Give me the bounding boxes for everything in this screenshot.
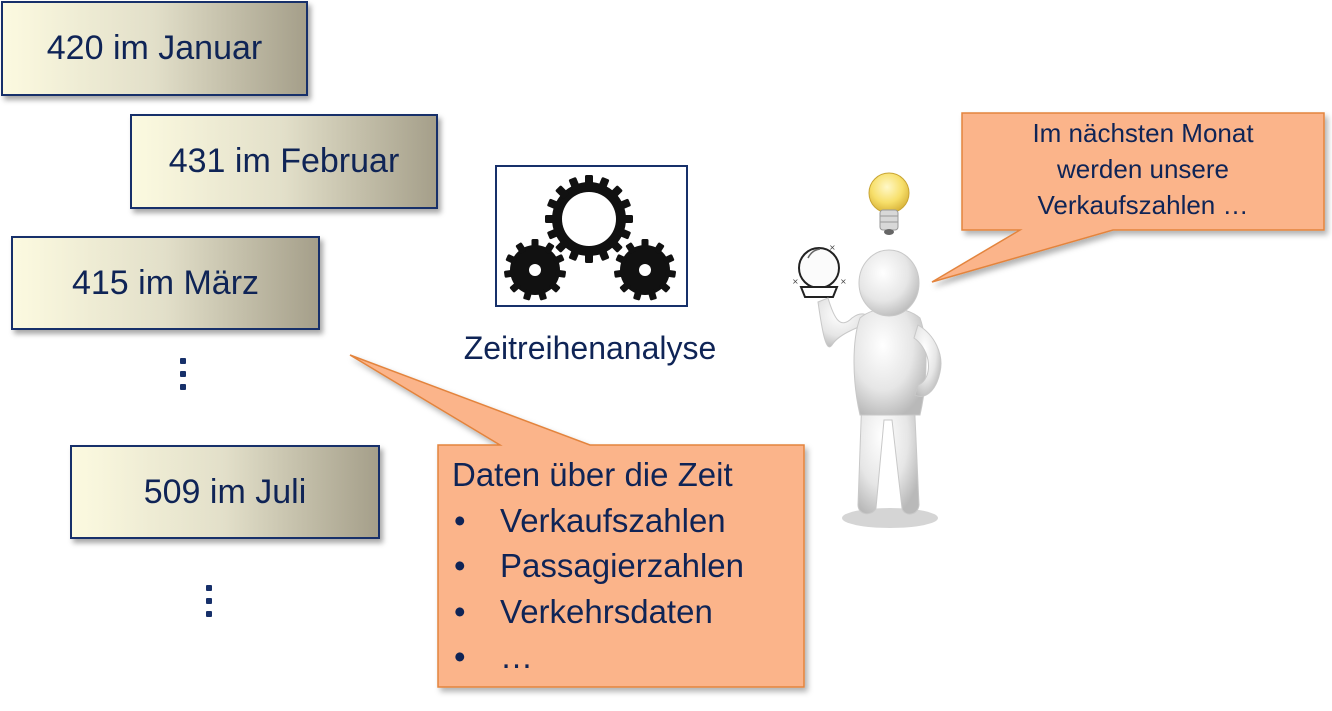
month-box-juli: 509 im Juli xyxy=(70,445,380,539)
month-label: 509 im Juli xyxy=(143,472,307,511)
ellipsis-vertical-icon xyxy=(175,358,191,390)
crystal-ball-icon: × × × xyxy=(792,243,847,298)
list-item: Passagierzahlen xyxy=(452,543,802,589)
data-callout-title: Daten über die Zeit xyxy=(452,456,733,493)
list-item: Verkehrsdaten xyxy=(452,589,802,635)
month-label: 431 im Februar xyxy=(168,142,400,180)
svg-text:×: × xyxy=(792,277,799,286)
light-bulb-icon xyxy=(868,172,910,235)
gears-icon xyxy=(504,175,676,301)
month-box-maerz: 415 im März xyxy=(11,236,320,330)
thought-line: Verkaufszahlen … xyxy=(1037,190,1249,220)
svg-text:×: × xyxy=(829,243,836,252)
month-label: 415 im März xyxy=(71,263,260,302)
thought-line: werden unsere xyxy=(1057,154,1229,184)
list-item: Verkaufszahlen xyxy=(452,498,802,544)
svg-text:×: × xyxy=(840,277,847,286)
gears-icon-frame xyxy=(495,165,688,307)
month-label: 420 im Januar xyxy=(46,29,263,67)
data-callout-list: Verkaufszahlen Passagierzahlen Verkehrsd… xyxy=(452,498,802,680)
list-item: … xyxy=(452,634,802,680)
month-box-februar: 431 im Februar xyxy=(130,114,438,209)
thought-callout: Im nächsten Monat werden unsere Verkaufs… xyxy=(962,115,1324,223)
month-box-januar: 420 im Januar xyxy=(1,1,308,96)
ellipsis-vertical-icon xyxy=(201,585,217,617)
thought-line: Im nächsten Monat xyxy=(1032,118,1254,148)
data-callout: Daten über die Zeit Verkaufszahlen Passa… xyxy=(452,452,802,680)
